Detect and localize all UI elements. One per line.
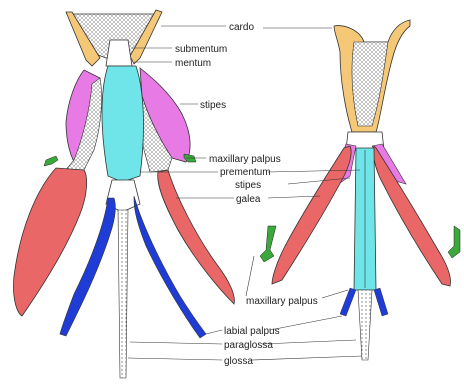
left-glossa <box>118 210 128 378</box>
label-maxillary-palpus-right: maxillary palpus <box>246 296 318 307</box>
right-maxillary-palpus-right <box>448 226 460 258</box>
label-mentum: mentum <box>175 58 211 69</box>
label-submentum: submentum <box>175 44 227 55</box>
labels: cardo submentum mentum stipes maxillary … <box>175 22 318 367</box>
label-glossa: glossa <box>224 356 253 367</box>
right-maxillary-palpus-left <box>260 226 276 262</box>
left-maxillary-palpus-left <box>44 156 58 166</box>
right-galea-left <box>272 146 351 284</box>
right-labial-palpus-left <box>340 288 356 316</box>
label-paraglossa: paraglossa <box>224 340 273 351</box>
left-prementum <box>102 66 143 182</box>
label-prementum: prementum <box>220 167 271 178</box>
right-galea-right <box>373 146 450 286</box>
label-galea: galea <box>236 194 261 205</box>
label-maxillary-palpus: maxillary palpus <box>209 154 281 165</box>
right-glossa <box>358 290 372 360</box>
right-figure <box>260 20 460 360</box>
label-labial-palpus: labial palpus <box>224 326 280 337</box>
left-submentum <box>106 40 132 66</box>
label-cardo: cardo <box>229 22 254 33</box>
label-stipes-right: stipes <box>235 180 261 191</box>
right-labial-palpus-right <box>374 288 388 316</box>
left-labial-palpus-right <box>134 196 206 338</box>
label-stipes: stipes <box>200 100 226 111</box>
